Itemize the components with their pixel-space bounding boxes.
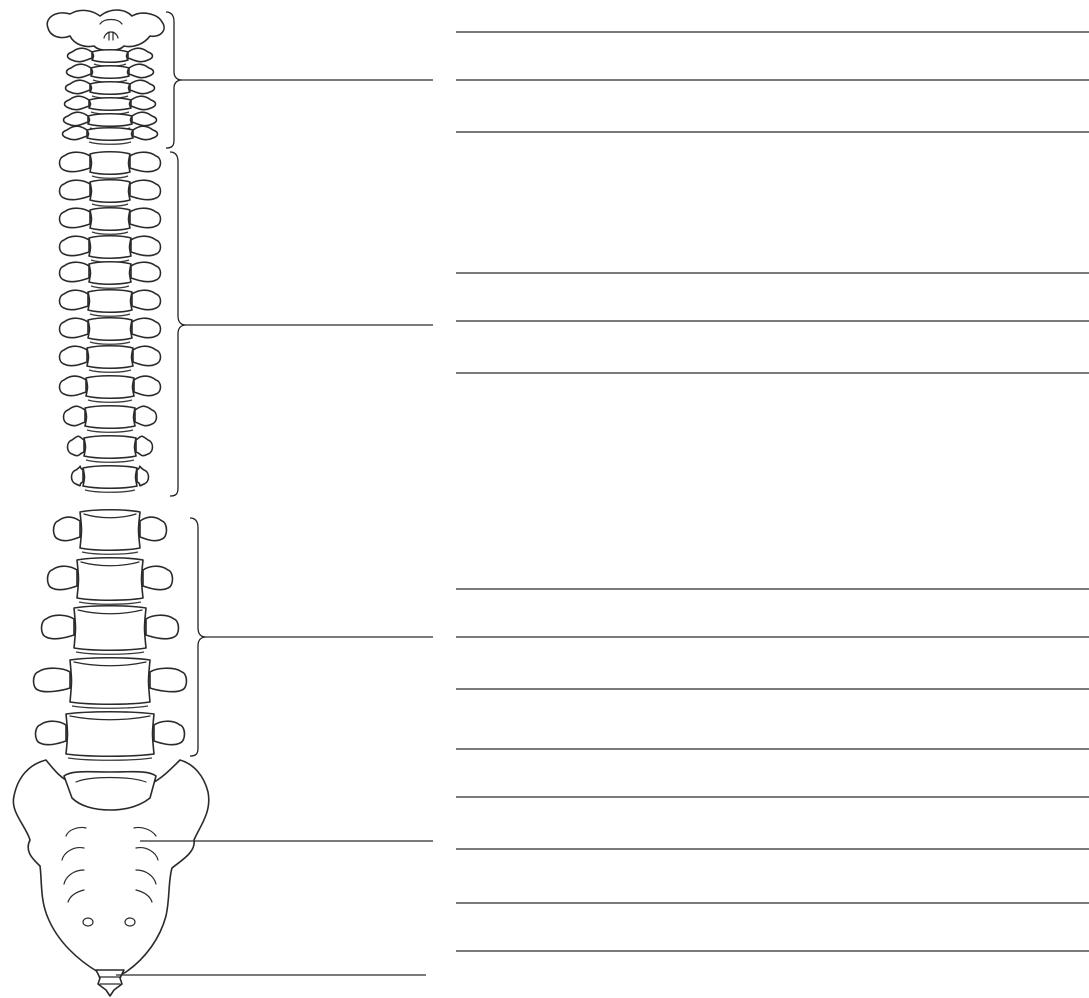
lumbar-vertebra	[36, 712, 185, 761]
answer-lines	[456, 32, 1089, 951]
thoracic-vertebra	[60, 376, 161, 403]
thoracic-vertebra	[60, 346, 161, 373]
atlas-vertebra	[47, 10, 164, 51]
lumbar-vertebra	[48, 558, 173, 605]
thoracic-vertebra	[60, 236, 161, 263]
thoracic-vertebra	[60, 318, 161, 345]
cervical-vertebra	[63, 126, 158, 144]
lumbar-brace	[190, 518, 206, 756]
thoracic-vertebra	[72, 466, 149, 493]
thoracic-vertebrae	[60, 152, 161, 493]
thoracic-vertebra	[60, 208, 161, 235]
lumbar-vertebrae	[34, 510, 187, 761]
thoracic-brace	[170, 152, 186, 496]
spine-illustration	[13, 10, 208, 996]
lumbar-vertebra	[42, 606, 179, 655]
thoracic-vertebra	[64, 406, 157, 433]
thoracic-vertebra	[60, 180, 161, 207]
lumbar-vertebra	[34, 658, 187, 709]
cervical-vertebrae	[63, 48, 158, 144]
cervical-brace	[166, 12, 182, 148]
coccyx	[96, 970, 124, 996]
thoracic-vertebra	[60, 152, 161, 179]
lumbar-vertebra	[54, 510, 167, 555]
region-braces	[166, 12, 206, 756]
thoracic-vertebra	[68, 436, 153, 463]
thoracic-vertebra	[60, 290, 161, 317]
thoracic-vertebra	[60, 262, 161, 289]
sacrum	[13, 760, 208, 975]
